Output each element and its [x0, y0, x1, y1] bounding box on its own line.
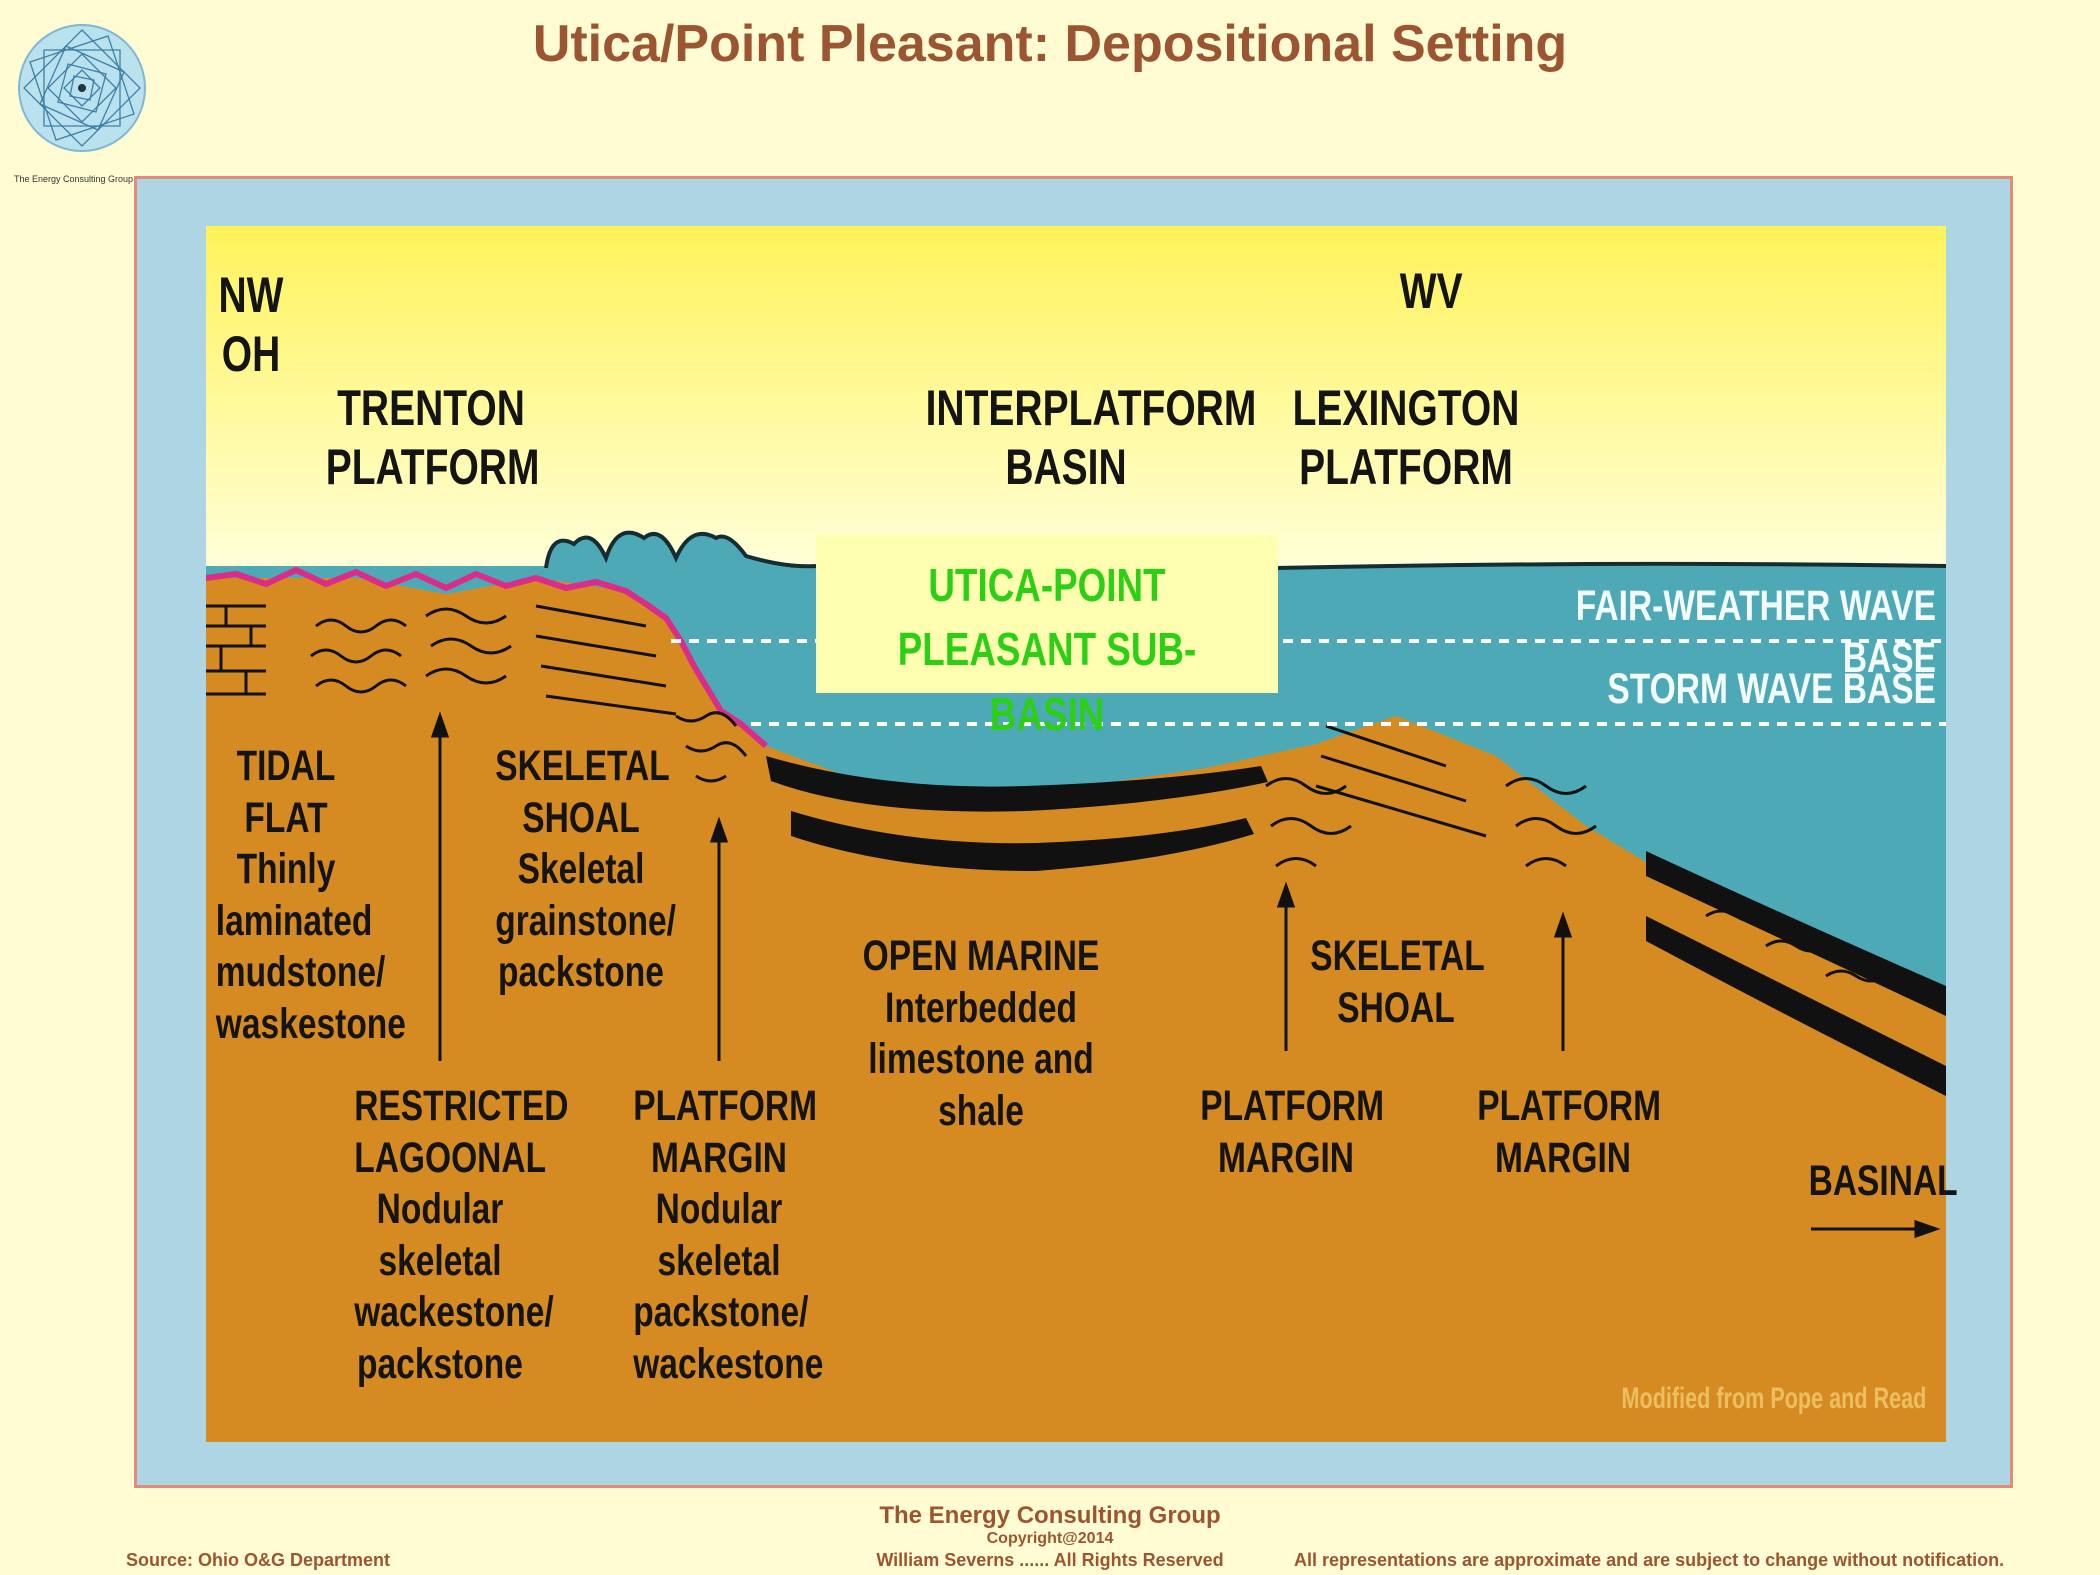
sky: [206, 226, 1946, 566]
shale-bed-4: [1646, 916, 1946, 1096]
depositional-diagram: NW OH WV TRENTON PLATFORM INTERPLATFORM …: [206, 226, 1958, 1442]
lexington-platform-label: LEXINGTON PLATFORM: [1292, 380, 1520, 495]
platform-margin-mid-label: PLATFORM MARGIN: [1200, 1082, 1385, 1182]
shale-bed-2: [791, 811, 1254, 871]
sediment: [206, 578, 1946, 1442]
cross-section-graphic: [206, 226, 1946, 1442]
nw-oh-label: NW OH: [218, 267, 284, 382]
trenton-platform-label: TRENTON PLATFORM: [325, 380, 540, 495]
skeletal-shoal-left-label: SKELETAL SHOAL Skeletal grainstone/ pack…: [495, 742, 676, 997]
hardground-line: [206, 566, 768, 749]
platform-margin-right-label: PLATFORM MARGIN: [1477, 1082, 1662, 1182]
tidal-flat-label: TIDAL FLAT Thinly laminated mudstone/ wa…: [215, 742, 406, 1048]
interplatform-basin-label: INTERPLATFORM BASIN: [925, 380, 1257, 495]
skeletal-shoal-right-label: SKELETAL SHOAL: [1310, 932, 1485, 1032]
storm-wave-base-label: STORM WAVE BASE: [1607, 665, 1936, 713]
footer-company: The Energy Consulting Group: [879, 1502, 1221, 1529]
footer-rights: William Severns ...... All Rights Reserv…: [876, 1550, 1224, 1570]
fair-weather-wave-base-label: FAIR-WEATHER WAVE BASE: [1575, 582, 1936, 682]
open-marine-label: OPEN MARINE Interbedded limestone and sh…: [862, 932, 1100, 1135]
wv-label: WV: [1399, 263, 1463, 319]
sea-surface: [1275, 561, 1946, 570]
footer-copyright: Copyright@2014: [986, 1530, 1114, 1547]
credit-note: Modified from Pope and Read: [1621, 1382, 1926, 1415]
utica-point-pleasant-sub-basin-box: UTICA-POINT PLEASANT SUB-BASIN: [816, 535, 1278, 740]
waves: [544, 530, 817, 569]
restricted-lagoonal-label: RESTRICTED LAGOONAL Nodular skeletal wac…: [354, 1082, 569, 1388]
sub-basin-label: UTICA-POINT PLEASANT SUB-BASIN: [897, 559, 1197, 740]
spiral-logo-icon: [18, 24, 146, 152]
footer-disclaimer: All representations are approximate and …: [1294, 1550, 2005, 1570]
shale-bed-1: [766, 756, 1268, 812]
platform-margin-left-label: PLATFORM MARGIN Nodular skeletal packsto…: [633, 1082, 824, 1388]
facies-arrows: [430, 711, 1941, 1239]
bedding-lines: [206, 604, 1887, 983]
slide-title: Utica/Point Pleasant: Depositional Setti…: [532, 15, 1568, 73]
shale-bed-3: [1646, 851, 1946, 1016]
basinal-label: BASINAL: [1808, 1157, 1958, 1205]
footer-source: Source: Ohio O&G Department: [126, 1550, 391, 1570]
logo-caption: The Energy Consulting Group: [14, 174, 134, 184]
